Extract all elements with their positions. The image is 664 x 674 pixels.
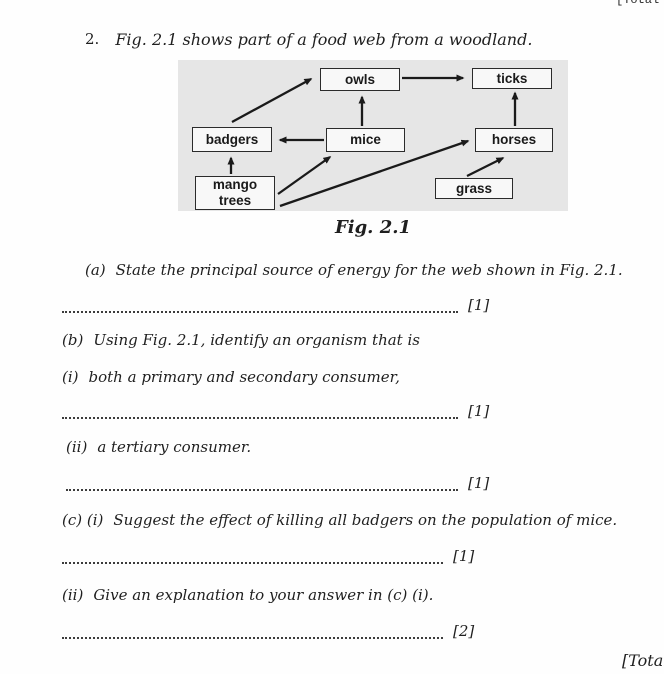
- node-horses: horses: [475, 128, 553, 152]
- node-grass: grass: [435, 178, 513, 199]
- question-intro-text: Fig. 2.1 shows part of a food web from a…: [115, 30, 533, 49]
- part-a-question: (a) State the principal source of energy…: [85, 261, 623, 279]
- part-c-ii-label: (ii): [62, 586, 84, 604]
- part-b-ii-text: a tertiary consumer.: [97, 438, 252, 456]
- part-b-ii-marks: [1]: [468, 474, 490, 492]
- part-b-i-label: (i): [62, 368, 79, 386]
- part-c-ii-marks: [2]: [453, 622, 475, 640]
- arrow-mango-trees-to-horses: [279, 139, 470, 208]
- food-web-arrows: [227, 74, 519, 208]
- food-web-figure: owls ticks badgers mice horses mango tre…: [178, 60, 568, 211]
- part-c-i-marks: [1]: [453, 547, 475, 565]
- node-mango-trees: mango trees: [195, 176, 275, 210]
- node-badgers: badgers: [192, 127, 272, 152]
- node-ticks-label: ticks: [496, 70, 528, 86]
- part-c-ii-question: (ii) Give an explanation to your answer …: [62, 586, 433, 604]
- node-ticks: ticks: [472, 68, 552, 89]
- part-b-label: (b): [62, 331, 84, 349]
- question-intro-row: 2. Fig. 2.1 shows part of a food web fro…: [85, 30, 532, 49]
- part-c-i-text: Suggest the effect of killing all badger…: [113, 511, 618, 529]
- part-b-i-question: (i) both a primary and secondary consume…: [62, 368, 400, 386]
- footer-total-clipped: [Total: [622, 651, 664, 670]
- part-c-i-answer-row: [1]: [62, 545, 474, 564]
- node-badgers-label: badgers: [205, 131, 259, 147]
- node-owls: owls: [320, 68, 400, 91]
- node-owls-label: owls: [344, 71, 375, 87]
- arrow-grass-to-horses: [466, 156, 505, 178]
- part-a-answer-line: [62, 295, 458, 313]
- part-b-ii-label: (ii): [66, 438, 88, 456]
- part-c-i-label: (c) (i): [62, 511, 104, 529]
- arrow-badgers-to-owls: [231, 77, 313, 124]
- part-b-i-answer-row: [1]: [62, 400, 489, 419]
- node-mango-trees-label: mango trees: [212, 177, 258, 208]
- part-b-i-marks: [1]: [468, 402, 490, 420]
- part-b-ii-question: (ii) a tertiary consumer.: [66, 438, 251, 456]
- part-a-answer-row: [1]: [62, 294, 489, 313]
- part-a-marks: [1]: [468, 296, 490, 314]
- node-mice: mice: [326, 128, 405, 152]
- figure-caption: Fig. 2.1: [334, 217, 412, 238]
- node-grass-label: grass: [455, 180, 493, 196]
- part-b-question: (b) Using Fig. 2.1, identify an organism…: [62, 331, 420, 349]
- question-number: 2.: [85, 30, 100, 48]
- part-b-text: Using Fig. 2.1, identify an organism tha…: [93, 331, 420, 349]
- part-b-ii-answer-row: [1]: [66, 472, 489, 491]
- part-b-i-answer-line: [62, 401, 458, 419]
- arrow-mango-trees-to-mice: [277, 156, 332, 195]
- part-c-i-question: (c) (i) Suggest the effect of killing al…: [62, 511, 617, 529]
- part-b-i-text: both a primary and secondary consumer,: [88, 368, 400, 386]
- part-c-ii-text: Give an explanation to your answer in (c…: [93, 586, 434, 604]
- node-horses-label: horses: [491, 132, 537, 148]
- part-c-ii-answer-line: [62, 621, 443, 639]
- part-c-i-answer-line: [62, 546, 443, 564]
- node-mice-label: mice: [350, 132, 381, 148]
- part-b-ii-answer-line: [66, 473, 458, 491]
- header-total-clipped: [Total: [616, 0, 660, 7]
- part-a-text: State the principal source of energy for…: [115, 261, 623, 279]
- part-c-ii-answer-row: [2]: [62, 620, 474, 639]
- part-a-label: (a): [85, 261, 106, 279]
